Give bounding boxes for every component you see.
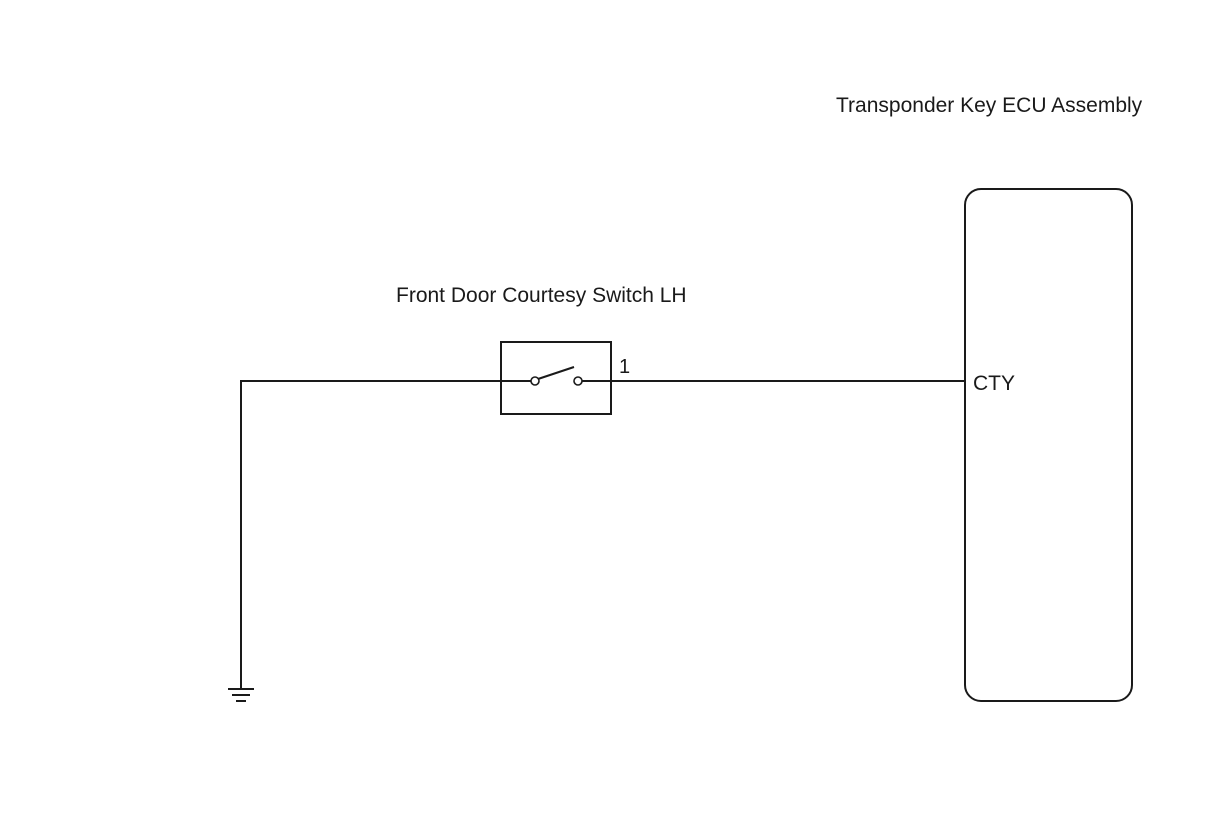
courtesy-switch-label: Front Door Courtesy Switch LH	[396, 284, 687, 307]
ecu-assembly-label: Transponder Key ECU Assembly	[836, 94, 1143, 117]
ground-wire	[240, 380, 535, 688]
courtesy-switch-box	[500, 341, 612, 415]
switch-contact-left	[530, 376, 540, 386]
switch-contact-right	[573, 376, 583, 386]
ecu-assembly-box	[964, 188, 1133, 702]
ground-icon	[228, 688, 254, 702]
ecu-terminal-label: CTY	[973, 372, 1015, 395]
switch-pin-label: 1	[619, 356, 631, 378]
switch-blade	[537, 366, 575, 380]
